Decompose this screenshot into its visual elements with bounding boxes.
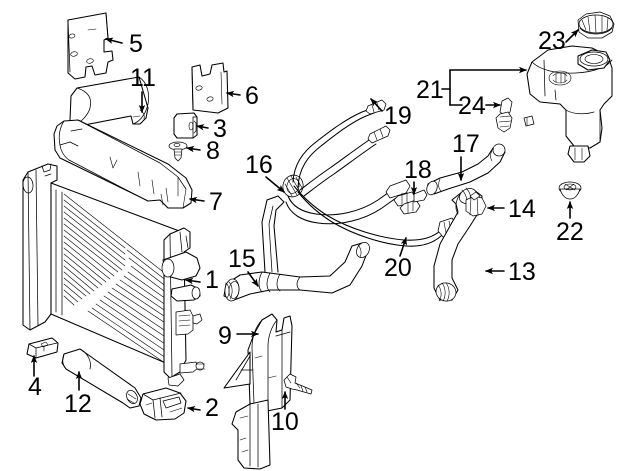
part-23-reservoir-cap [577,11,615,39]
callout-label-1: 1 [205,266,219,294]
part-12-lower-air-seal [61,348,142,409]
callout-leaders [30,29,579,413]
callout-label-3: 3 [213,115,227,143]
part-17-overflow-hose [426,143,506,196]
callout-label-9: 9 [218,322,232,350]
part-9-side-air-duct [223,313,293,470]
callout-label-2: 2 [205,394,219,422]
part-5-air-deflector-left [67,12,114,80]
callout-label-11: 11 [130,64,156,92]
callout-label-23: 23 [538,27,566,55]
part-22-grommet-plug [558,181,582,200]
part-2-lower-mount-bracket [139,387,187,421]
callout-label-19: 19 [384,102,412,130]
callout-numbers: 1 2 3 4 5 6 7 8 9 10 11 12 13 14 15 16 1… [28,27,584,436]
part-14-hose-clamp [465,191,487,217]
part-24-sensor-probe [495,97,513,133]
part-4-lower-insulator-mount [26,337,59,359]
part-21-coolant-reservoir [523,45,613,163]
callout-label-17: 17 [452,130,480,158]
part-18-tee-connector [393,189,428,215]
part-19-heater-hose-pair [285,99,411,225]
part-7-upper-air-baffle [53,119,193,209]
part-10-screw-fastener [283,373,313,395]
callout-label-7: 7 [209,188,223,216]
part-1-radiator-assembly [22,163,206,387]
callout-label-6: 6 [245,82,259,110]
callout-label-12: 12 [64,390,92,418]
callout-label-4: 4 [28,373,42,401]
callout-label-20: 20 [384,254,412,282]
callout-label-15: 15 [228,245,256,273]
callout-label-16: 16 [245,151,273,179]
part-15-upper-radiator-hose [223,195,370,302]
callout-label-5: 5 [129,30,143,58]
part-6-air-deflector-right [191,62,229,114]
callout-label-8: 8 [206,137,220,165]
callout-label-14: 14 [508,195,536,223]
callout-label-22: 22 [556,218,584,246]
callout-label-24: 24 [458,92,486,120]
callout-label-10: 10 [271,408,299,436]
part-3-retainer-clip [173,112,198,139]
callout-label-21: 21 [416,76,444,104]
callout-label-13: 13 [508,258,536,286]
callout-label-18: 18 [404,156,432,184]
